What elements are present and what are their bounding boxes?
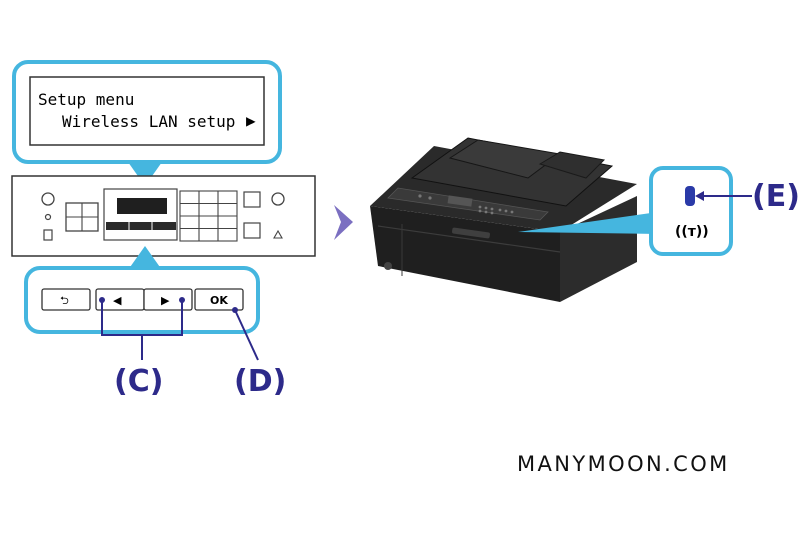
printer-corner-detail — [384, 262, 392, 270]
left-arrow-icon: ◀ — [113, 294, 122, 307]
panel-lcd-mini — [117, 198, 167, 214]
panel-right-circle-icon — [271, 192, 285, 206]
back-button[interactable] — [41, 288, 91, 311]
lcd-callout: Setup menu Wireless LAN setup ▶ — [12, 60, 282, 164]
printer-front-handle — [452, 227, 490, 239]
power-lamp-icon — [44, 213, 52, 221]
wifi-signal-icon: ((ᴛ)) — [675, 224, 709, 240]
watermark: MANYMOON.COM — [517, 452, 730, 476]
right-arrow-icon: ▶ — [161, 294, 170, 307]
lamp-zoom-beam — [518, 212, 658, 234]
buttons-callout: ⮌ ◀ ▶ OK — [24, 266, 260, 334]
lcd-screen — [29, 76, 265, 146]
lcd-line-1: Setup menu — [38, 90, 134, 109]
lcd-pointer — [128, 162, 162, 186]
mode-quad-button-icon — [65, 202, 99, 232]
ok-button[interactable] — [194, 288, 244, 311]
leader-d — [234, 309, 259, 361]
panel-right-button-top-icon — [243, 191, 261, 208]
next-step-arrow-icon — [334, 205, 353, 240]
printer-front — [370, 206, 560, 302]
power-button-icon — [41, 192, 55, 206]
wifi-lamp-icon — [685, 186, 695, 206]
callout-label-d: (D) — [234, 364, 286, 399]
panel-display-area — [103, 188, 178, 241]
operation-panel — [11, 175, 316, 257]
callout-label-c: (C) — [114, 364, 163, 399]
lcd-line-2: Wireless LAN setup — [62, 112, 235, 131]
panel-small-button-icon — [43, 229, 53, 241]
panel-triangle-icon — [273, 229, 283, 239]
leader-e-arrowhead — [695, 191, 704, 201]
right-button[interactable] — [143, 288, 193, 311]
printer-illustration — [370, 137, 637, 302]
ok-button-label: OK — [210, 294, 228, 307]
panel-right-button-bottom-icon — [243, 222, 261, 239]
numeric-keypad-icon — [179, 190, 238, 242]
panel-arrow-buttons-mini — [106, 222, 176, 230]
wifi-lamp-callout: ((ᴛ)) — [649, 166, 733, 256]
callout-label-e: (E) — [752, 179, 800, 214]
buttons-pointer — [128, 246, 162, 270]
lcd-right-arrow-icon: ▶ — [246, 111, 256, 130]
callout-leaders — [101, 300, 259, 361]
back-arrow-icon: ⮌ — [60, 294, 69, 307]
